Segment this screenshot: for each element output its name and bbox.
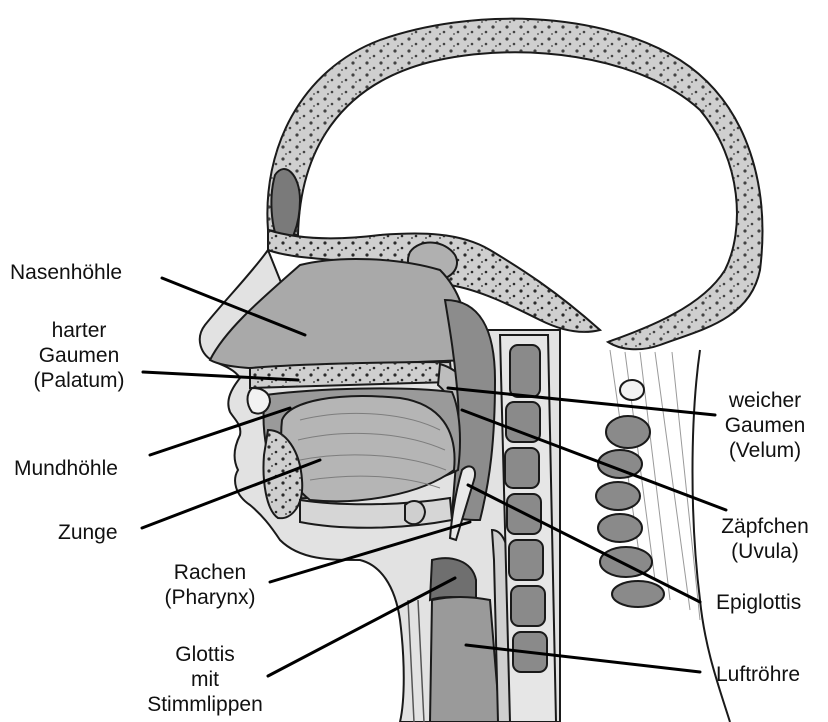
label-rachen-line1: Rachen bbox=[145, 560, 275, 585]
trachea bbox=[430, 597, 500, 722]
label-weicher-gaumen-line3: (Velum) bbox=[705, 438, 825, 463]
label-zaepfchen: Zäpfchen (Uvula) bbox=[705, 514, 825, 564]
label-weicher-gaumen-line1: weicher bbox=[705, 388, 825, 413]
label-harter-gaumen: harter Gaumen (Palatum) bbox=[14, 318, 144, 393]
label-luftroehre: Luftröhre bbox=[716, 662, 800, 687]
label-rachen: Rachen (Pharynx) bbox=[145, 560, 275, 610]
label-weicher-gaumen: weicher Gaumen (Velum) bbox=[705, 388, 825, 463]
label-epiglottis: Epiglottis bbox=[716, 590, 801, 615]
vertebra bbox=[506, 402, 540, 442]
vertebra bbox=[505, 448, 539, 488]
label-zaepfchen-line2: (Uvula) bbox=[705, 539, 825, 564]
hyoid-bone bbox=[405, 501, 425, 524]
spinous-process bbox=[612, 581, 664, 607]
label-nasenhoehle: Nasenhöhle bbox=[10, 260, 122, 285]
label-zunge: Zunge bbox=[58, 520, 118, 545]
label-rachen-line2: (Pharynx) bbox=[145, 585, 275, 610]
label-harter-gaumen-line1: harter bbox=[14, 318, 144, 343]
label-harter-gaumen-line3: (Palatum) bbox=[14, 368, 144, 393]
label-zunge-text: Zunge bbox=[58, 520, 118, 545]
label-glottis-line2: mit bbox=[135, 667, 275, 692]
label-glottis-line3: Stimmlippen bbox=[135, 692, 275, 717]
label-zaepfchen-line1: Zäpfchen bbox=[705, 514, 825, 539]
spinous-process bbox=[606, 416, 650, 448]
label-luftroehre-text: Luftröhre bbox=[716, 662, 800, 687]
label-epiglottis-text: Epiglottis bbox=[716, 590, 801, 615]
vertebra bbox=[509, 540, 543, 580]
upper-teeth bbox=[248, 388, 271, 414]
vertebra bbox=[510, 345, 540, 397]
label-mundhoehle: Mundhöhle bbox=[14, 456, 118, 481]
label-glottis: Glottis mit Stimmlippen bbox=[135, 642, 275, 717]
spinous-process bbox=[620, 380, 644, 400]
label-mundhoehle-text: Mundhöhle bbox=[14, 456, 118, 481]
label-weicher-gaumen-line2: Gaumen bbox=[705, 413, 825, 438]
label-glottis-line1: Glottis bbox=[135, 642, 275, 667]
label-nasenhoehle-text: Nasenhöhle bbox=[10, 260, 122, 285]
spinous-process bbox=[598, 514, 642, 542]
vertebra bbox=[511, 586, 545, 626]
label-harter-gaumen-line2: Gaumen bbox=[14, 343, 144, 368]
spinous-process bbox=[596, 482, 640, 510]
